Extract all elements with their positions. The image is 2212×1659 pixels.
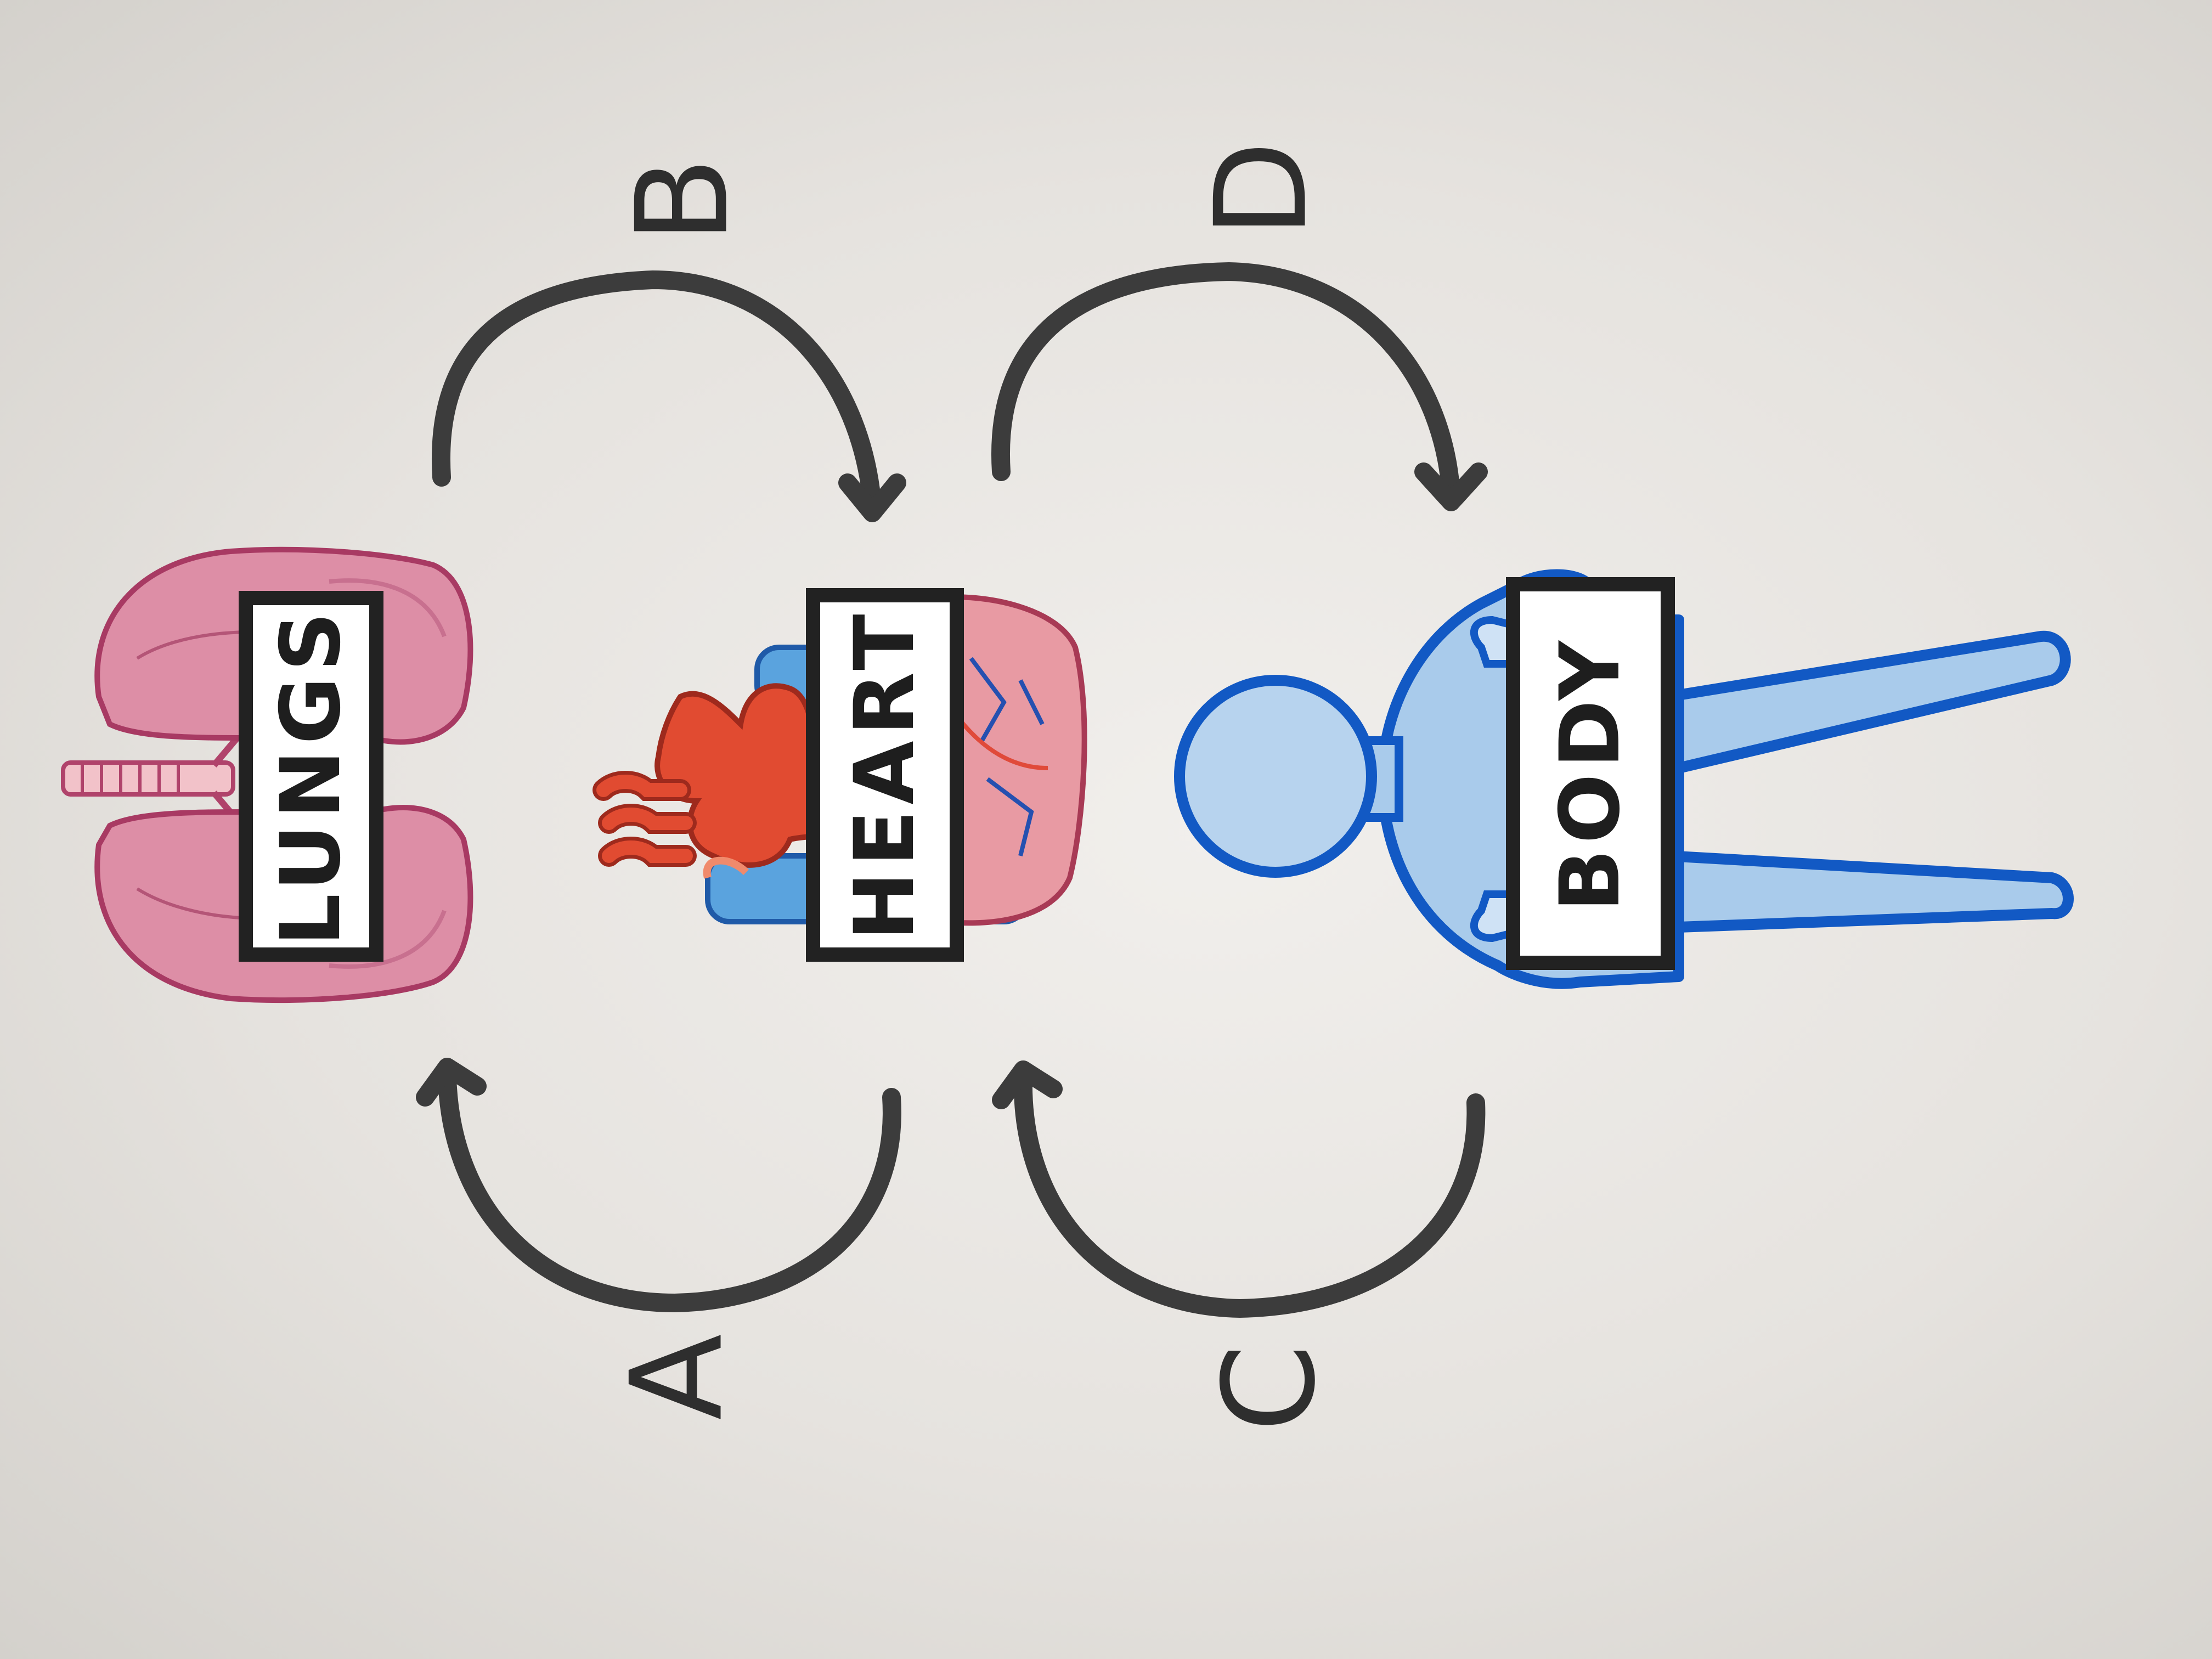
label-heart: HEART xyxy=(806,588,964,962)
label-body-text: BODY xyxy=(1543,635,1638,912)
arrow-a xyxy=(416,1058,901,1313)
label-heart-text: HEART xyxy=(837,608,933,940)
arrow-label-b: B xyxy=(610,157,757,244)
body-head xyxy=(1174,675,1377,878)
arrow-b xyxy=(432,270,906,522)
body-leg-upper xyxy=(1662,630,2071,774)
label-body: BODY xyxy=(1506,577,1675,970)
arrow-label-c: C xyxy=(1197,1344,1344,1432)
arrow-c xyxy=(992,1060,1486,1318)
arrow-label-d: D xyxy=(1189,140,1335,238)
arrow-label-a: A xyxy=(605,1334,751,1420)
body-leg-lower xyxy=(1662,850,2074,933)
label-lungs-text: LUNGS xyxy=(263,607,359,946)
label-lungs: LUNGS xyxy=(239,591,383,962)
arrow-d xyxy=(991,262,1488,511)
